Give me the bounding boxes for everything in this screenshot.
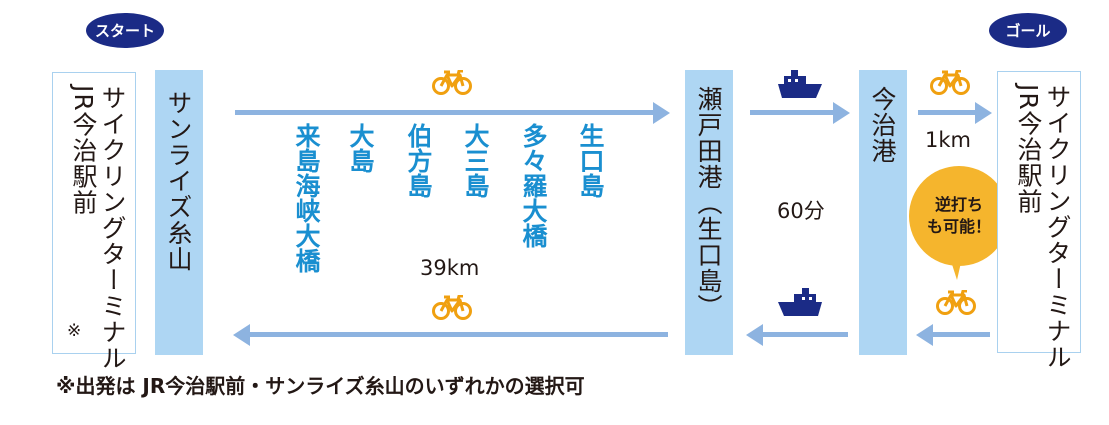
route-arrow-return bbox=[248, 332, 668, 337]
ferry-time: 60分 bbox=[777, 199, 825, 223]
ship-icon bbox=[778, 288, 822, 316]
city-arrow-return bbox=[930, 332, 990, 337]
arrow-head-left bbox=[746, 324, 763, 346]
bridge-label: 生口島 bbox=[576, 123, 605, 198]
imabari-port-bar: 今治港 bbox=[859, 70, 907, 355]
start-station-line1: サイクリングターミナル bbox=[98, 85, 127, 371]
start-station-line2: JR今治駅前 bbox=[69, 85, 98, 216]
setoda-port-label: 瀬戸田港（生口島） bbox=[694, 86, 723, 320]
bridge-label: 大三島 bbox=[461, 123, 490, 198]
bubble-line1: 逆打ち bbox=[934, 195, 983, 214]
sunrise-itoyama-label: サンライズ糸山 bbox=[164, 90, 193, 272]
bridge-label: 来島海峡大橋 bbox=[292, 123, 321, 273]
goal-badge: ゴール bbox=[989, 13, 1067, 48]
start-station-note-mark: ※ bbox=[67, 321, 82, 341]
goal-station-line1: サイクリングターミナル bbox=[1043, 84, 1072, 370]
bubble-line2: も可能！ bbox=[926, 217, 991, 236]
arrow-head-left bbox=[233, 324, 250, 346]
ferry-arrow-return bbox=[760, 332, 848, 337]
bubble-tail bbox=[950, 258, 962, 280]
arrow-head-left bbox=[916, 324, 933, 346]
city-arrow-outbound bbox=[918, 110, 976, 115]
bridge-label: 伯方島 bbox=[404, 123, 433, 198]
port-distance: 1km bbox=[925, 128, 971, 152]
start-station-box: サイクリングターミナル JR今治駅前 ※ bbox=[52, 72, 136, 371]
route-arrow-outbound bbox=[235, 110, 655, 115]
goal-station-line2: JR今治駅前 bbox=[1014, 84, 1043, 215]
cycling-distance: 39km bbox=[420, 256, 480, 280]
bicycle-icon bbox=[432, 295, 472, 320]
bicycle-icon bbox=[930, 70, 970, 95]
imabari-port-label: 今治港 bbox=[868, 86, 897, 164]
start-badge: スタート bbox=[86, 13, 164, 48]
ship-icon bbox=[778, 70, 822, 98]
sunrise-itoyama-bar: サンライズ糸山 bbox=[155, 70, 203, 355]
arrow-head-right bbox=[975, 102, 992, 124]
setoda-port-bar: 瀬戸田港（生口島） bbox=[685, 70, 733, 355]
arrow-head-right bbox=[653, 102, 670, 124]
ferry-arrow-outbound bbox=[750, 110, 835, 115]
footnote: ※出発は JR今治駅前・サンライズ糸山のいずれかの選択可 bbox=[56, 374, 585, 398]
bicycle-icon bbox=[936, 290, 976, 315]
bridge-label: 多々羅大橋 bbox=[519, 123, 548, 248]
reverse-route-bubble: 逆打ち も可能！ bbox=[909, 166, 1009, 266]
arrow-head-right bbox=[833, 102, 850, 124]
bridge-label: 大島 bbox=[346, 123, 375, 173]
bicycle-icon bbox=[432, 70, 472, 95]
goal-station-box: サイクリングターミナル JR今治駅前 bbox=[997, 71, 1081, 370]
